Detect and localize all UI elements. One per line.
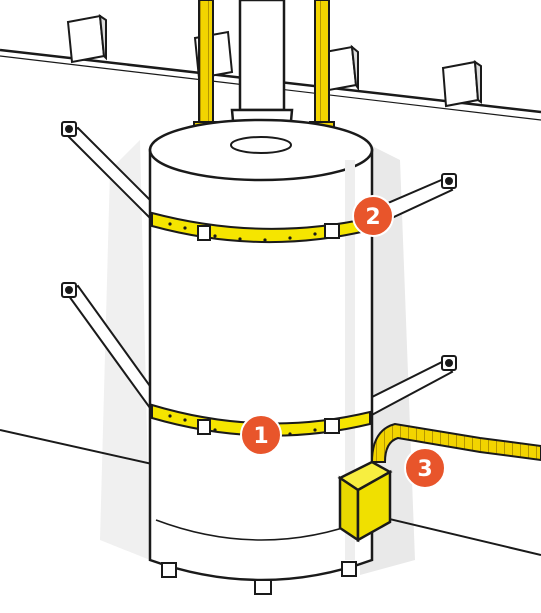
electrical-conduit — [370, 422, 541, 463]
callout-2: 2 — [352, 195, 394, 237]
tank-legs — [161, 561, 357, 595]
lower-strap — [151, 403, 371, 437]
water-heater-tank — [148, 118, 374, 582]
callout-3-number: 3 — [417, 457, 432, 482]
callout-2-number: 2 — [365, 205, 380, 230]
callout-1-number: 1 — [253, 424, 268, 449]
callout-3: 3 — [404, 447, 446, 489]
callout-1: 1 — [240, 414, 282, 456]
junction-box — [337, 460, 393, 543]
